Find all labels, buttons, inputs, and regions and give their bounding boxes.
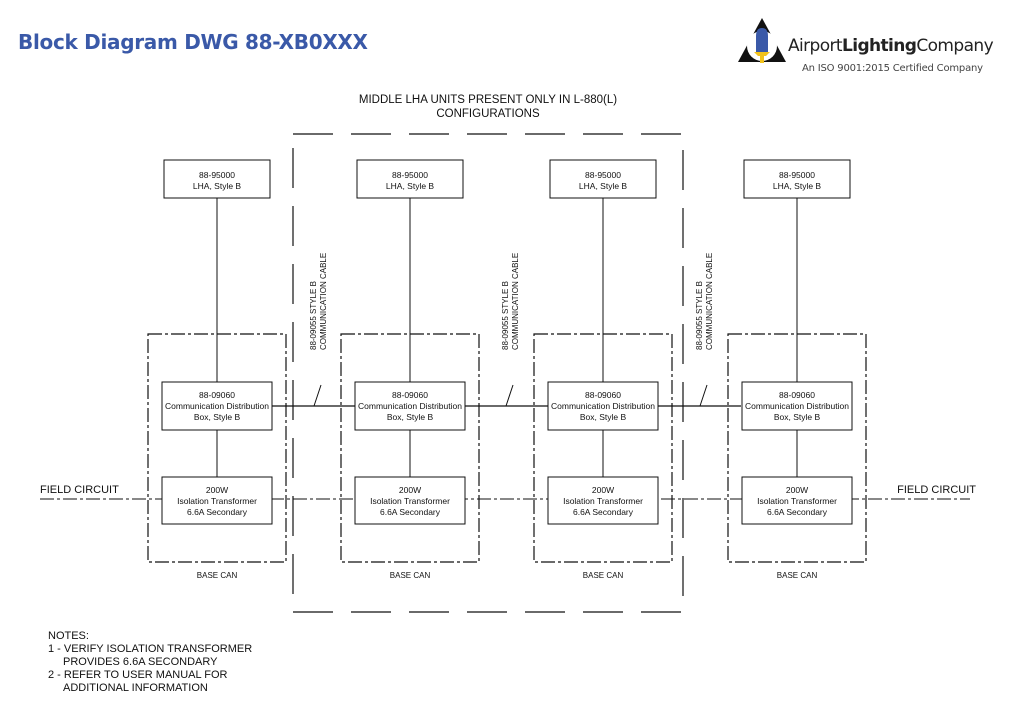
cable-leader-line [313,384,322,407]
cable-leader-line [699,384,708,407]
company-name: AirportLightingCompany [788,36,994,56]
cdb-label: Communication Distribution [165,401,269,411]
transformer-label: 200W [206,485,228,495]
cable-leader-line [505,384,514,407]
company-name-part: Lighting [842,36,917,56]
cdb-label: 88-09060 [199,390,235,400]
lha-box [743,159,851,199]
transformer-label: 200W [592,485,614,495]
transformer-label: Isolation Transformer [563,496,643,506]
note-2-line-2: ADDITIONAL INFORMATION [63,682,208,694]
isolation-transformer-box [547,476,659,525]
middle-region-label: CONFIGURATIONS [436,108,540,120]
lha-box [163,159,271,199]
isolation-transformer-box [354,476,466,525]
cdb-label: Communication Distribution [358,401,462,411]
lha-box [356,159,464,199]
lha-label: LHA, Style B [773,181,822,191]
transformer-label: 6.6A Secondary [573,507,634,517]
base-can-label: BASE CAN [583,571,624,580]
airport-lighting-lamp-icon [738,18,786,63]
transformer-label: 200W [399,485,421,495]
base-can-label: BASE CAN [197,571,238,580]
cdb-label: Communication Distribution [551,401,655,411]
transformer-label: Isolation Transformer [177,496,257,506]
base-can-label: BASE CAN [390,571,431,580]
communication-distribution-box [547,381,659,431]
cdb-label: 88-09060 [392,390,428,400]
company-name-part: Company [916,36,994,56]
middle-region-label: MIDDLE LHA UNITS PRESENT ONLY IN L-880(L… [359,94,617,106]
isolation-transformer-box [161,476,273,525]
cdb-label: 88-09060 [779,390,815,400]
cable-label: COMMUNICATION CABLE [705,253,714,350]
communication-distribution-box [354,381,466,431]
notes-heading: NOTES: [48,630,89,642]
cable-label: 88-09055 STYLE B [309,281,318,350]
lha-label: 88-95000 [392,170,428,180]
notes-section: NOTES: 1 - VERIFY ISOLATION TRANSFORMER … [48,630,252,695]
cable-label: COMMUNICATION CABLE [319,253,328,350]
cable-label: COMMUNICATION CABLE [511,253,520,350]
cdb-label: Communication Distribution [745,401,849,411]
company-tagline: An ISO 9001:2015 Certified Company [802,63,983,74]
transformer-label: 6.6A Secondary [380,507,441,517]
note-1-line-1: 1 - VERIFY ISOLATION TRANSFORMER [48,643,253,655]
page-title: Block Diagram DWG 88-XB0XXX [18,30,368,54]
isolation-transformer-box [741,476,853,525]
cdb-label: Box, Style B [774,412,821,422]
field-circuit-label-right: FIELD CIRCUIT [897,484,976,496]
cdb-label: Box, Style B [387,412,434,422]
lha-label: 88-95000 [779,170,815,180]
field-circuit-label-left: FIELD CIRCUIT [40,484,119,496]
lha-label: LHA, Style B [193,181,242,191]
middle-lha-region-boundary [292,133,684,613]
lha-box [549,159,657,199]
communication-distribution-box [161,381,273,431]
note-2-line-1: 2 - REFER TO USER MANUAL FOR [48,669,228,681]
transformer-label: 6.6A Secondary [187,507,248,517]
transformer-label: Isolation Transformer [757,496,837,506]
cdb-label: Box, Style B [580,412,627,422]
transformer-label: 6.6A Secondary [767,507,828,517]
communication-distribution-box [741,381,853,431]
lha-label: LHA, Style B [386,181,435,191]
base-can-label: BASE CAN [777,571,818,580]
transformer-label: Isolation Transformer [370,496,450,506]
lha-label: LHA, Style B [579,181,628,191]
transformer-label: 200W [786,485,808,495]
note-1-line-2: PROVIDES 6.6A SECONDARY [63,656,218,668]
cable-label: 88-09055 STYLE B [695,281,704,350]
cdb-label: Box, Style B [194,412,241,422]
cable-label: 88-09055 STYLE B [501,281,510,350]
cdb-label: 88-09060 [585,390,621,400]
company-logo: AirportLightingCompany An ISO 9001:2015 … [736,16,1006,86]
lha-label: 88-95000 [585,170,621,180]
company-name-part: Airport [788,36,843,56]
lha-label: 88-95000 [199,170,235,180]
